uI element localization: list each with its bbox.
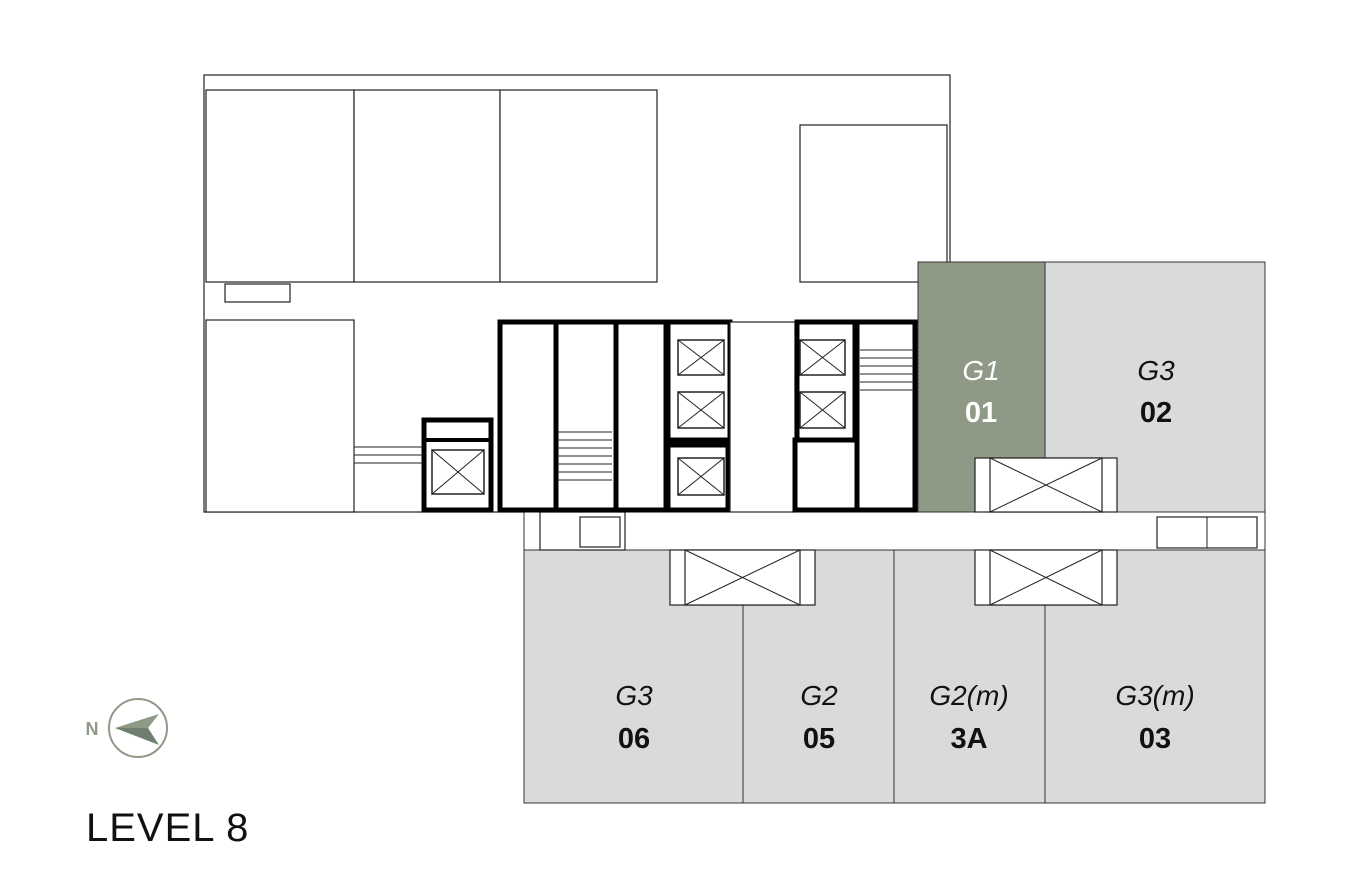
- unit-type: G2(m): [929, 680, 1008, 711]
- lift-icon: [799, 339, 846, 376]
- void: [669, 549, 816, 606]
- unit-type: G2: [800, 680, 838, 711]
- room: [353, 89, 501, 283]
- unit-number: 03: [1139, 723, 1171, 755]
- north-label: N: [86, 719, 99, 739]
- lift-icon: [677, 391, 725, 429]
- level-title: LEVEL 8: [86, 806, 250, 850]
- balcony: [224, 283, 291, 303]
- bridge: [354, 446, 422, 464]
- unit-number: 3A: [950, 723, 987, 755]
- void: [974, 549, 1118, 606]
- lifts: [431, 339, 846, 496]
- unit-number: 06: [618, 723, 650, 755]
- unit-number: 01: [965, 397, 997, 429]
- void: [974, 457, 1118, 513]
- unit-number: 02: [1140, 397, 1172, 429]
- room: [799, 124, 948, 283]
- unit-type: G3: [615, 680, 653, 711]
- lift-icon: [431, 449, 485, 495]
- lift-icon: [677, 339, 725, 376]
- unit-type: G1: [962, 355, 999, 386]
- unit-number: 05: [803, 723, 835, 755]
- unit-02[interactable]: G3 02: [1044, 261, 1266, 513]
- unit-type: G3: [1137, 355, 1175, 386]
- room: [499, 89, 658, 283]
- north-arrow-icon: N: [86, 698, 168, 758]
- unit-type: G3(m): [1115, 680, 1194, 711]
- lift-icon: [799, 391, 846, 429]
- corridor: [523, 511, 1266, 551]
- room: [205, 319, 355, 513]
- lift-icon: [677, 457, 725, 496]
- room: [205, 89, 355, 283]
